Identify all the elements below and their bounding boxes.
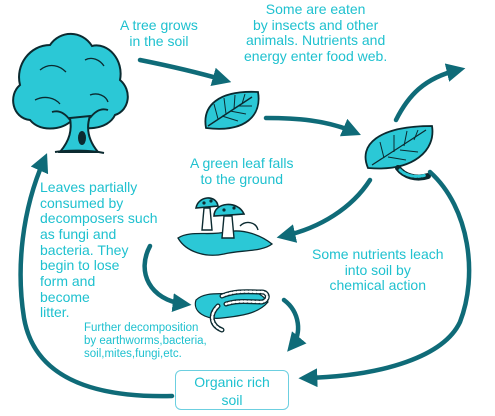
arrow-leaf-to-insect bbox=[263, 115, 361, 137]
label-eaten-by-insects: Some are eaten by insects and other anim… bbox=[244, 1, 388, 65]
label-leaf-falls: A green leaf falls to the ground bbox=[190, 155, 294, 187]
mushrooms-icon bbox=[177, 197, 274, 256]
label-further-decomposition: Further decomposition by earthworms,bact… bbox=[84, 322, 207, 360]
arrow-insect-to-soil bbox=[298, 169, 472, 388]
label-nutrients-leach: Some nutrients leach into soil by chemic… bbox=[312, 246, 444, 294]
arrow-insect-to-mushrooms bbox=[276, 177, 373, 243]
leaf-with-insect-icon bbox=[364, 125, 434, 181]
earthworms-icon bbox=[194, 289, 270, 333]
label-tree-grows: A tree grows in the soil bbox=[120, 17, 198, 49]
arrow-worms-curl bbox=[281, 297, 307, 352]
tree-icon bbox=[12, 32, 129, 154]
arrow-tree-to-leaf bbox=[137, 57, 232, 86]
arrow-insect-to-foodweb bbox=[393, 63, 466, 123]
arrow-mushrooms-to-worms bbox=[142, 243, 192, 313]
label-partially-consumed: Leaves partially consumed by decomposers… bbox=[40, 179, 158, 321]
arrow-soil-to-tree bbox=[18, 153, 175, 399]
green-leaf-icon bbox=[204, 91, 260, 130]
organic-rich-soil-box: Organic rich soil bbox=[175, 370, 289, 410]
